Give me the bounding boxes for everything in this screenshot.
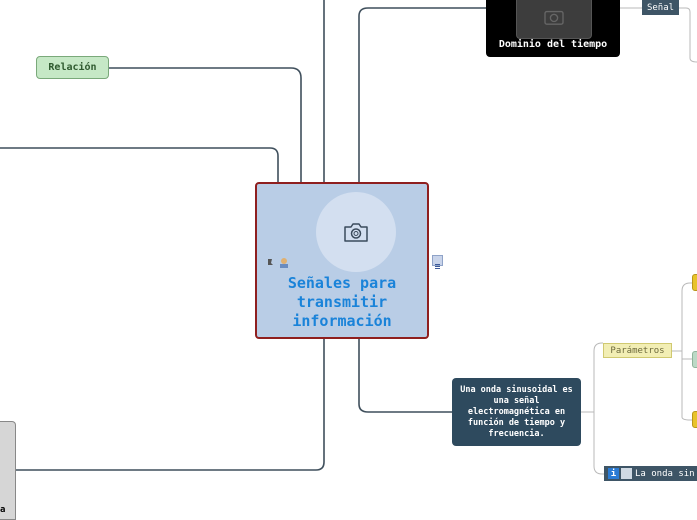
subtopic-yellow-2[interactable] — [692, 411, 697, 428]
topic-la-onda-label: La onda sin — [635, 468, 695, 479]
note-icon[interactable] — [432, 255, 443, 269]
subtopic-green[interactable] — [692, 351, 697, 368]
topic-left-label: a — [0, 505, 6, 515]
pin-icon — [266, 254, 290, 268]
topic-relacion[interactable]: Relación — [36, 56, 109, 79]
image-icon — [621, 468, 632, 479]
topic-senal[interactable]: Señal — [642, 0, 679, 15]
topic-dominio-label: Dominio del tiempo — [498, 39, 608, 50]
image-placeholder-icon — [516, 0, 592, 39]
topic-onda-sinusoidal[interactable]: Una onda sinusoidal es una señal electro… — [452, 378, 581, 446]
topic-la-onda[interactable]: i La onda sin — [604, 466, 697, 481]
camera-icon[interactable] — [316, 192, 396, 272]
info-icon: i — [608, 468, 619, 479]
subtopic-yellow-1[interactable] — [692, 274, 697, 291]
topic-parametros[interactable]: Parámetros — [603, 343, 672, 358]
topic-left-partial[interactable]: a — [0, 421, 16, 520]
central-title: Señales para transmitir información — [287, 274, 397, 330]
topic-dominio-del-tiempo[interactable]: Dominio del tiempo — [486, 0, 620, 57]
